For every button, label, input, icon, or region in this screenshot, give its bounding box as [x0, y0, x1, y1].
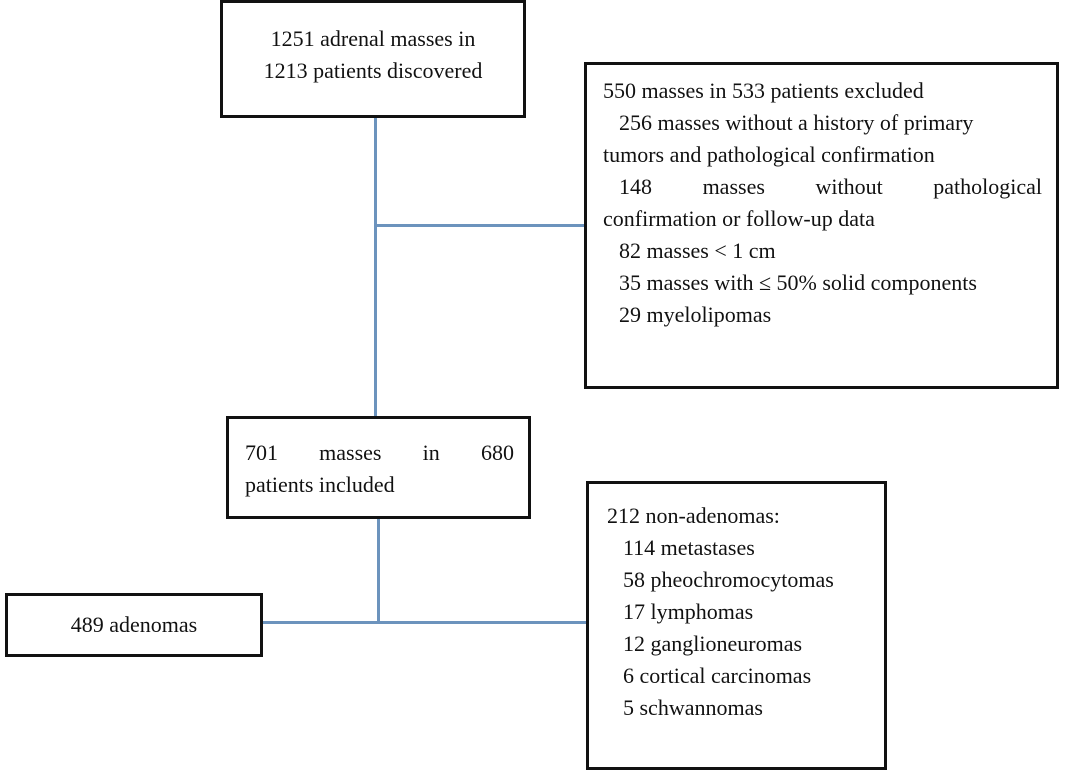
non-adenomas-item: 6 cortical carcinomas	[623, 663, 812, 688]
non-adenomas-item: 12 ganglioneuromas	[623, 631, 803, 656]
non-adenomas-box: 212 non-adenomas: 114 metastases 58 pheo…	[586, 481, 887, 770]
included-word-2: masses	[319, 440, 382, 465]
adenomas-label: 489 adenomas	[70, 612, 198, 637]
start-box-line-1: 1251 adrenal masses in	[270, 26, 476, 51]
included-word-4: 680	[480, 440, 514, 465]
included-box: 701 masses in 680 patients included	[226, 416, 531, 519]
included-word-1: 701	[245, 440, 278, 465]
excluded-item-3: 82 masses < 1 cm	[619, 238, 776, 263]
non-adenomas-item: 5 schwannomas	[623, 695, 763, 720]
connector-start-to-included	[374, 116, 377, 418]
adenomas-box: 489 adenomas	[5, 593, 263, 657]
included-line-2: patients included	[245, 472, 395, 497]
non-adenomas-item: 114 metastases	[623, 535, 755, 560]
excluded-item-4: 35 masses with ≤ 50% solid components	[619, 270, 977, 295]
excluded-item-2-word-4: pathological	[933, 174, 1042, 199]
excluded-header: 550 masses in 533 patients excluded	[603, 78, 924, 103]
excluded-item-5: 29 myelolipomas	[619, 302, 772, 327]
start-box: 1251 adrenal masses in 1213 patients dis…	[220, 0, 526, 118]
excluded-box: 550 masses in 533 patients excluded 256 …	[584, 62, 1059, 389]
excluded-item-1-line-2: tumors and pathological confirmation	[603, 142, 935, 167]
connector-included-down	[377, 518, 380, 624]
excluded-item-2-line-1: 148 masses without pathological	[603, 171, 1042, 203]
connector-split-horizontal	[262, 621, 588, 624]
included-word-3: in	[422, 440, 440, 465]
excluded-item-2-line-2: confirmation or follow-up data	[603, 206, 875, 231]
non-adenomas-item: 58 pheochromocytomas	[623, 567, 834, 592]
excluded-item-2-word-2: masses	[702, 174, 765, 199]
non-adenomas-item: 17 lymphomas	[623, 599, 754, 624]
excluded-item-2-word-3: without	[815, 174, 883, 199]
excluded-item-1-line-1: 256 masses without a history of primary	[619, 110, 974, 135]
connector-to-excluded	[374, 224, 586, 227]
start-box-line-2: 1213 patients discovered	[263, 58, 483, 83]
included-line-1: 701 masses in 680	[245, 437, 514, 469]
excluded-item-2-word-1: 148	[619, 174, 652, 199]
non-adenomas-header: 212 non-adenomas:	[607, 503, 780, 528]
